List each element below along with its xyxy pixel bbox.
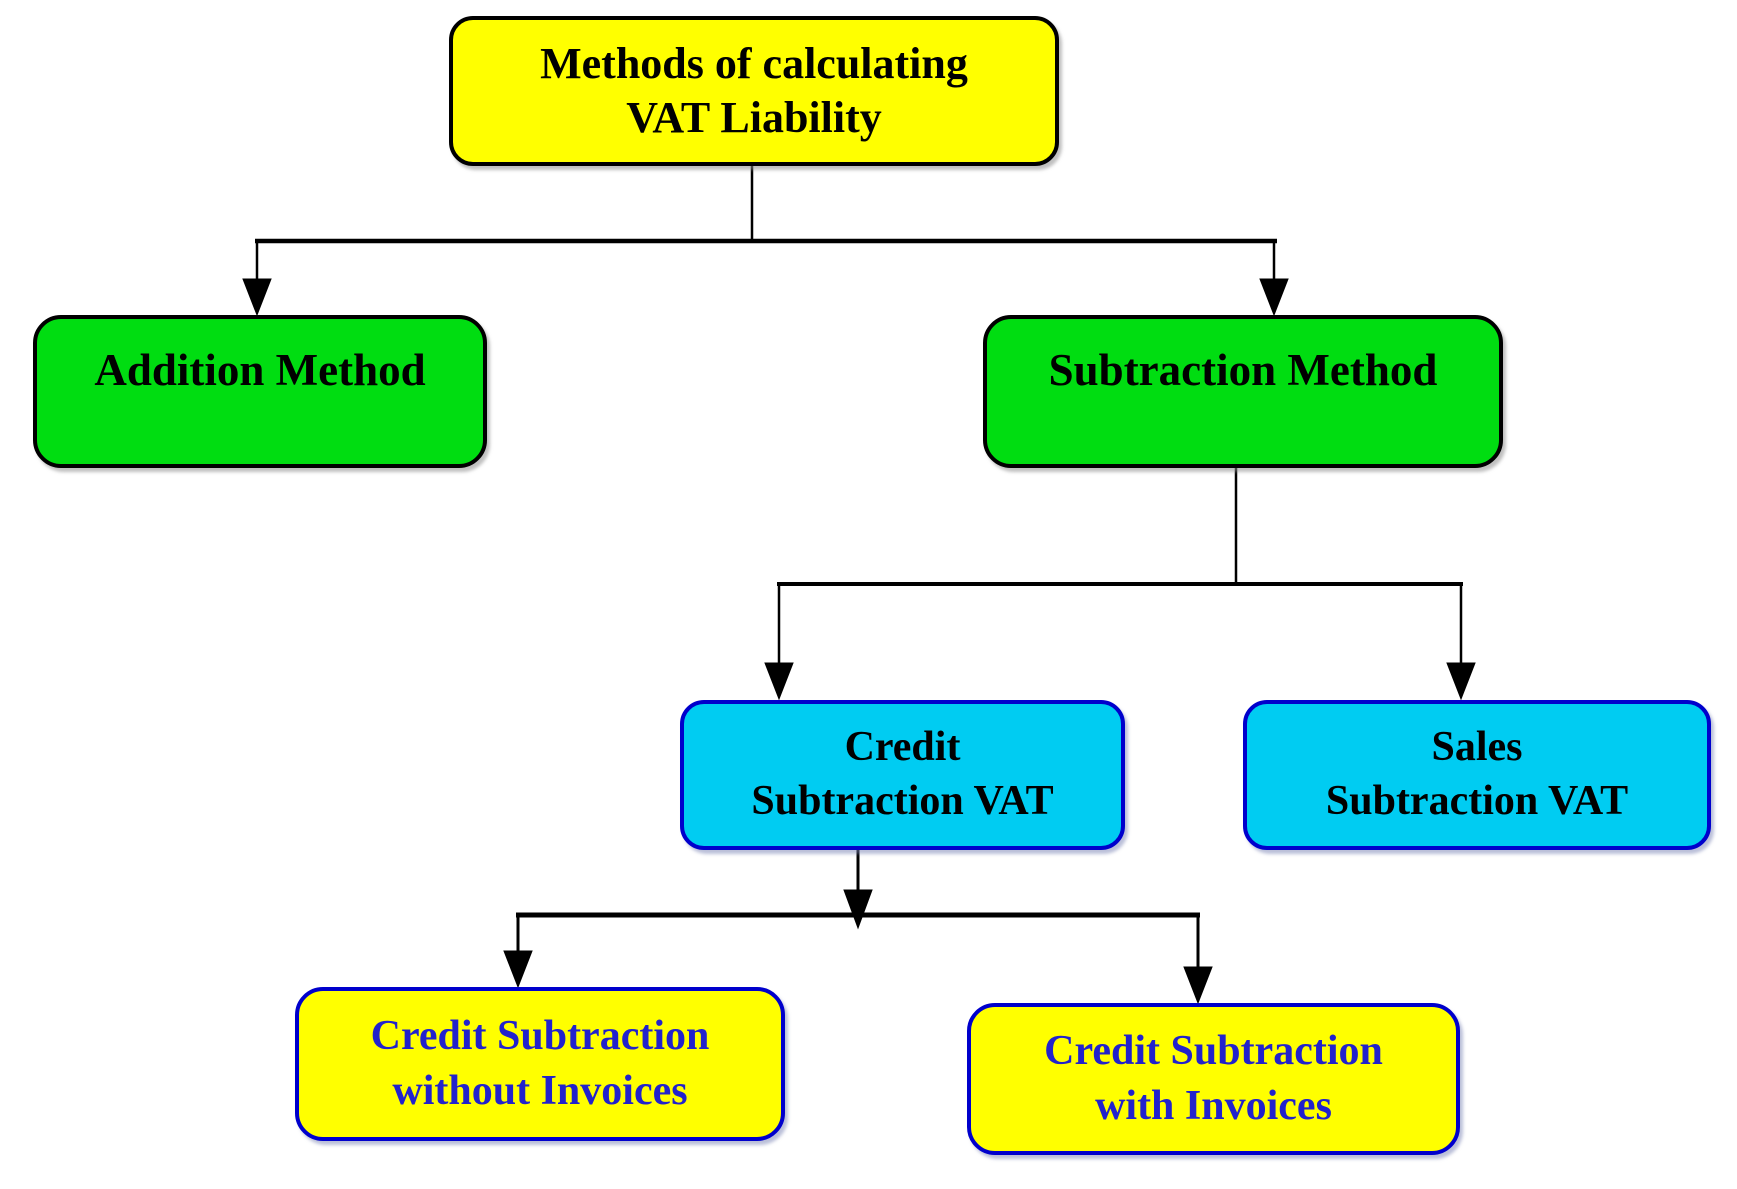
node-label-line: Sales [1431, 724, 1523, 771]
node-label-line: Addition Method [94, 345, 426, 395]
node-credit-subtraction-without-invoices: Credit Subtraction without Invoices [295, 987, 785, 1141]
connector-root-to-methods [242, 164, 1289, 317]
node-credit-subtraction-vat: Credit Subtraction VAT [680, 700, 1125, 850]
node-methods-of-calculating-vat-liability: Methods of calculating VAT Liability [449, 16, 1059, 166]
arrowhead-icon [764, 662, 794, 701]
arrowhead-icon [503, 950, 533, 989]
node-label-line: with Invoices [1095, 1083, 1332, 1129]
node-label-line: Credit Subtraction [1044, 1028, 1383, 1075]
node-label-line: Subtraction VAT [751, 778, 1054, 824]
connector-subtraction-to-vat [764, 468, 1476, 701]
node-label-line: without Invoices [392, 1068, 688, 1114]
node-addition-method: Addition Method [33, 315, 487, 468]
node-label-line: Subtraction VAT [1325, 778, 1629, 824]
node-sales-subtraction-vat: Sales Subtraction VAT [1243, 700, 1711, 850]
arrowhead-icon [1259, 278, 1289, 317]
arrowhead-icon [843, 889, 873, 930]
node-label-line: Subtraction Method [1048, 345, 1438, 395]
node-credit-subtraction-with-invoices: Credit Subtraction with Invoices [967, 1003, 1460, 1155]
arrowhead-icon [1446, 662, 1476, 701]
node-label-line: Methods of calculating [540, 39, 968, 89]
node-subtraction-method: Subtraction Method [983, 315, 1503, 468]
node-label-line: VAT Liability [626, 93, 882, 142]
arrowhead-icon [242, 278, 272, 317]
node-label-line: Credit Subtraction [370, 1013, 710, 1060]
arrowhead-icon [1183, 966, 1213, 1005]
connector-credit-to-leaves [503, 849, 1213, 1005]
node-label-line: Credit [844, 724, 961, 771]
